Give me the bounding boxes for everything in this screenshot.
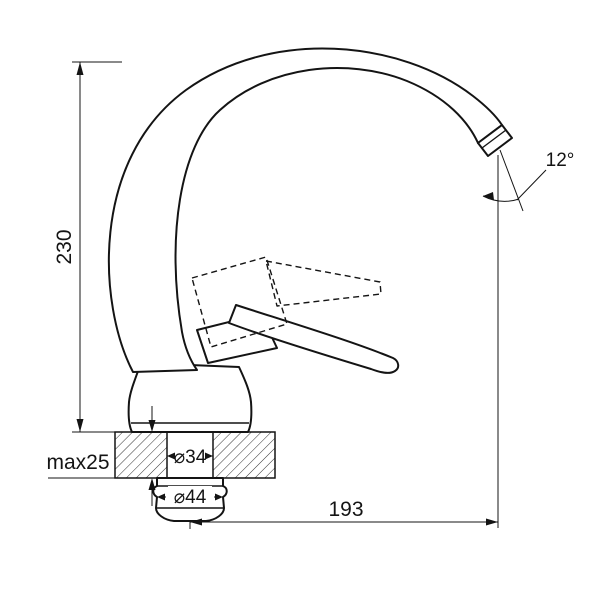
- handle-lever-solid: [228, 304, 400, 374]
- dimension-reach-193: 193: [189, 155, 499, 529]
- arrowhead-right-icon: [215, 493, 223, 501]
- arrowhead-up-icon: [148, 478, 156, 490]
- angle-arc: [482, 195, 520, 202]
- countertop-section: [114, 431, 276, 479]
- annotation-angle-12deg: 12°: [482, 149, 575, 212]
- dimension-thickness-max25: max25: [46, 406, 156, 506]
- arrowhead-up-icon: [76, 62, 84, 75]
- height-dimension-label: 230: [53, 229, 76, 264]
- arrowhead-right-icon: [205, 452, 213, 460]
- thickness-dimension-label: max25: [46, 451, 109, 474]
- countertop-right-block: [212, 431, 276, 479]
- countertop-left-block: [114, 431, 168, 479]
- label-backdrop: [168, 486, 212, 505]
- dimension-base-diameter-44: ⌀44: [157, 486, 223, 508]
- handle-lever-dashed-position: [265, 260, 382, 307]
- aerator-step-line: [481, 129, 507, 149]
- hole-diameter-label: ⌀34: [174, 447, 207, 468]
- arrowhead-left-icon: [190, 518, 202, 526]
- spout-outline: [107, 47, 503, 373]
- arrowhead-left-icon: [157, 493, 165, 501]
- handle: [191, 256, 400, 374]
- arrowhead-arc-icon: [483, 192, 494, 200]
- angle-leader-line: [516, 169, 547, 201]
- arrowhead-left-icon: [167, 452, 175, 460]
- arrowhead-down-icon: [76, 419, 84, 432]
- angle-label: 12°: [546, 150, 575, 171]
- arrowhead-down-icon: [148, 420, 156, 432]
- handle-body-dashed-position: [191, 256, 288, 348]
- arrowhead-right-icon: [486, 518, 498, 526]
- dimension-hole-diameter-34: ⌀34: [167, 447, 213, 468]
- dimension-height-230: 230: [53, 61, 122, 433]
- base-bell-outline: [127, 362, 253, 433]
- angle-reference-line: [499, 149, 524, 212]
- reach-dimension-label: 193: [328, 498, 363, 521]
- base-diameter-label: ⌀44: [174, 487, 207, 508]
- spout: [107, 47, 513, 373]
- faucet-base-body: [127, 362, 253, 433]
